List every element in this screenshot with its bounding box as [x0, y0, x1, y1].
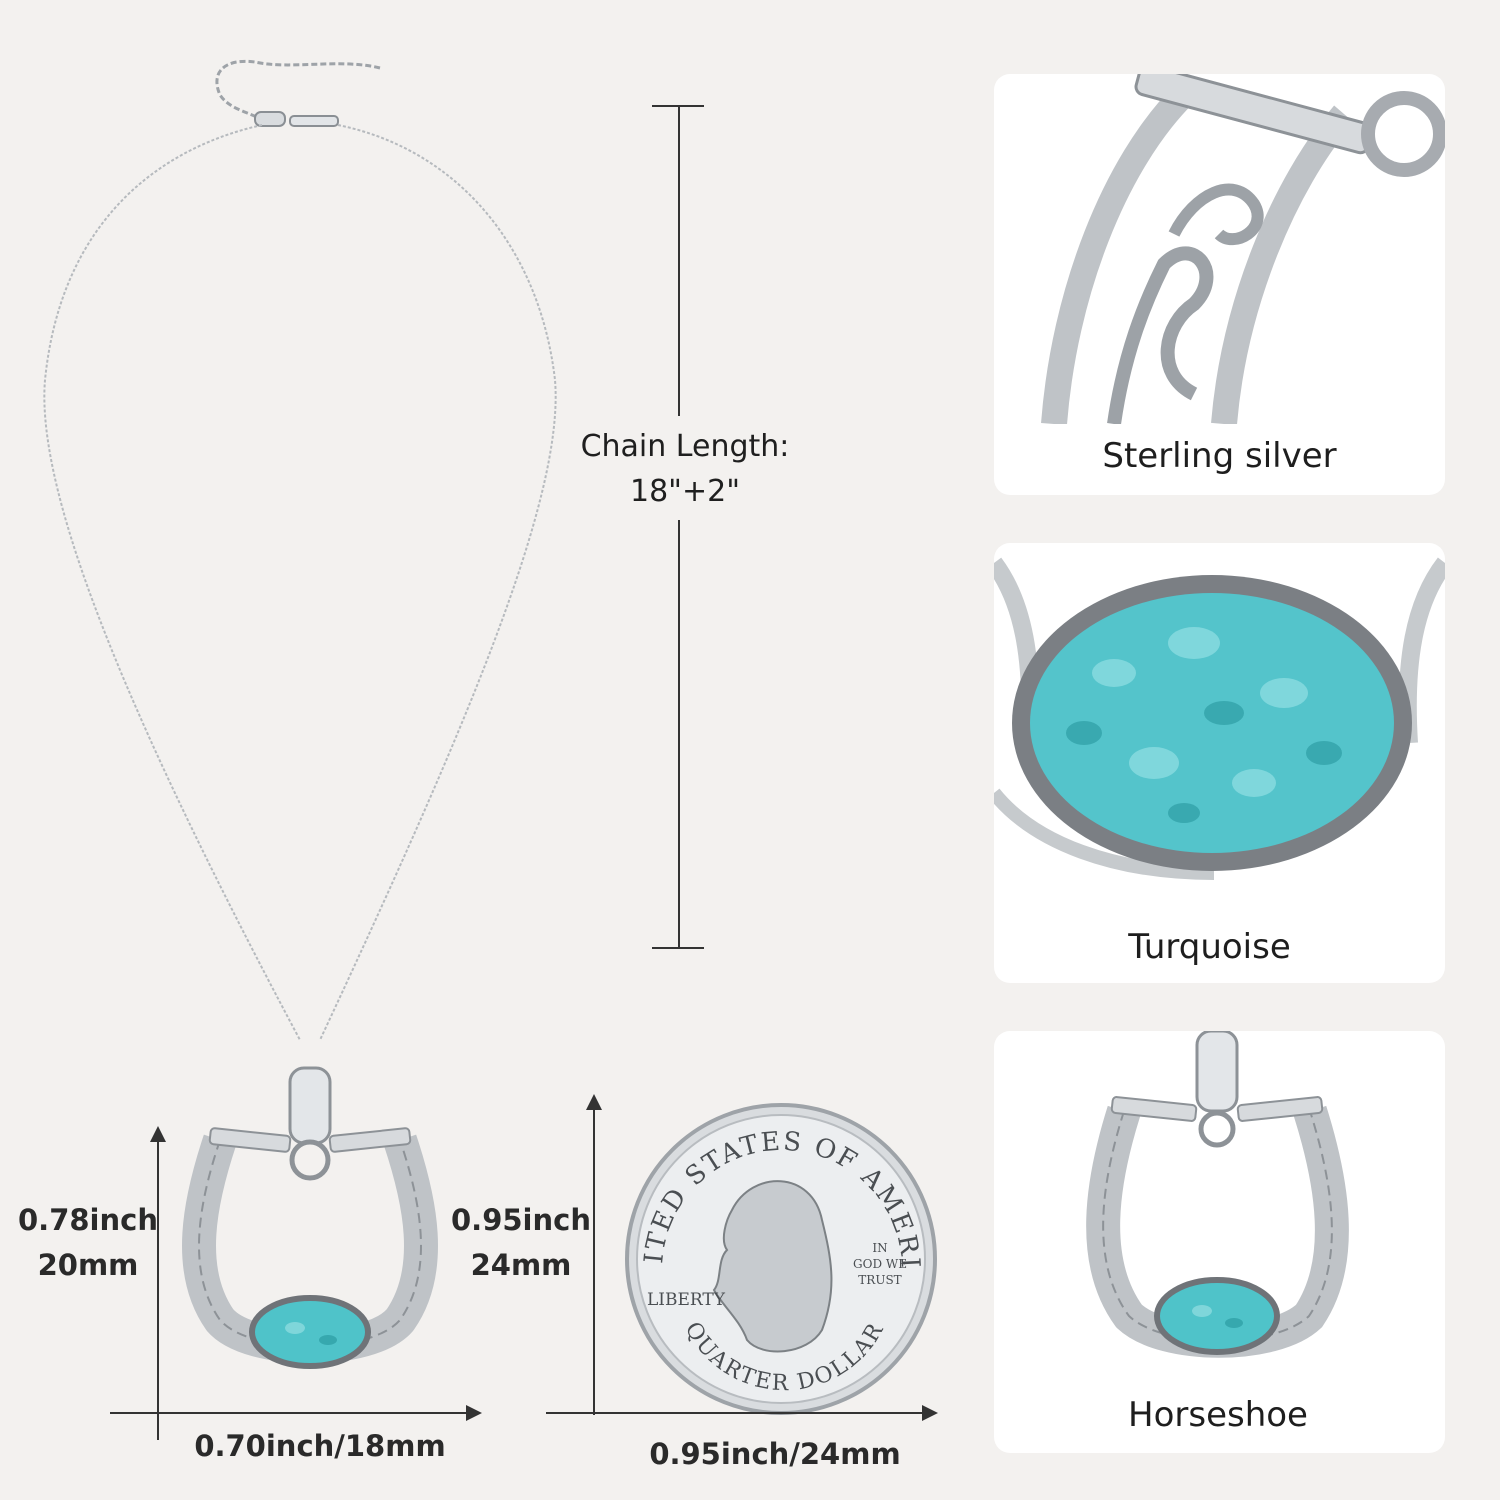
pendant-height-arrow [157, 1135, 159, 1440]
pendant-width-arrow [110, 1412, 470, 1414]
necklace-chain-graphic [43, 59, 557, 1041]
pendant-height-label: 0.78inch 20mm [18, 1198, 158, 1288]
coin-liberty: LIBERTY [647, 1290, 726, 1310]
pendant-height-mm: 20mm [37, 1247, 139, 1282]
coin-height-arrow [593, 1103, 595, 1415]
chain-dimension-cap-bottom [652, 947, 704, 949]
coin-motto-1: IN [872, 1241, 887, 1255]
coin-motto-2: GOD WE [853, 1257, 907, 1271]
horseshoe-closeup-graphic [1086, 1031, 1349, 1358]
chain-dimension-line-bottom [678, 520, 680, 948]
coin-motto-3: TRUST [858, 1273, 901, 1287]
coin-width-arrowhead [922, 1405, 938, 1421]
pendant-width-arrowhead [466, 1405, 482, 1421]
coin-height-inch: 0.95inch [451, 1203, 591, 1237]
pendant-height-inch: 0.78inch [18, 1203, 158, 1237]
pendant-height-arrowhead [150, 1126, 166, 1142]
turquoise-closeup-graphic [994, 557, 1445, 880]
coin-height-label: 0.95inch 24mm [450, 1198, 592, 1288]
feature-caption: Turquoise [1128, 927, 1291, 967]
pendant-width-label: 0.70inch/18mm [194, 1429, 446, 1463]
feature-card-turquoise: Turquoise [994, 543, 1445, 983]
coin-height-mm: 24mm [470, 1247, 572, 1282]
coin-width-arrow [546, 1412, 926, 1414]
coin-height-arrowhead [586, 1094, 602, 1110]
feature-card-horseshoe: Horseshoe [994, 1031, 1445, 1453]
horseshoe-pendant-graphic [182, 1066, 438, 1369]
quarter-coin-graphic: UNITED STATES OF AMERICA QUARTER DOLLAR … [622, 1100, 937, 1415]
chain-length-label: Chain Length: 18"+2" [560, 424, 810, 514]
chain-dimension-cap-top [652, 105, 704, 107]
feature-caption: Sterling silver [1102, 436, 1337, 476]
chain-length-value: 18"+2" [630, 474, 740, 509]
feature-card-sterling-silver: Sterling silver [994, 74, 1445, 495]
chain-length-title: Chain Length: [580, 429, 790, 464]
coin-width-label: 0.95inch/24mm [649, 1437, 901, 1471]
feature-caption: Horseshoe [1128, 1395, 1308, 1435]
sterling-silver-closeup-graphic [1041, 74, 1445, 424]
chain-dimension-line-top [678, 106, 680, 416]
